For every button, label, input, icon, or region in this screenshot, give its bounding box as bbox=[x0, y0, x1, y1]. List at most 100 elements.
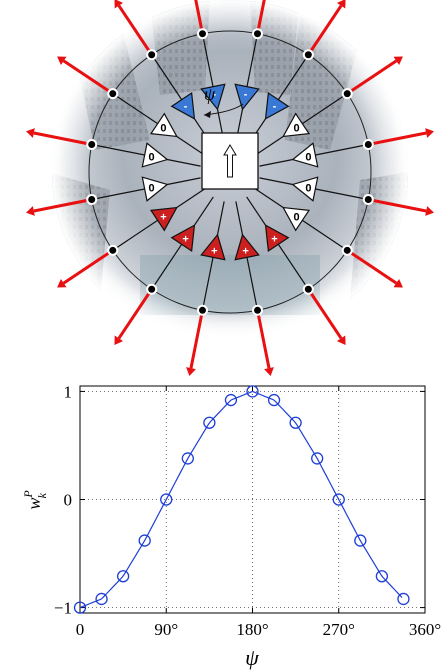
x-tick-label: 90° bbox=[154, 620, 178, 639]
series-curve bbox=[79, 390, 403, 609]
unit-triangle bbox=[291, 176, 319, 202]
weight-plot: 0 90° 180° 270° 360° −1 0 1 ψ wPk bbox=[21, 382, 441, 670]
data-point bbox=[375, 570, 389, 583]
node-dot bbox=[364, 140, 372, 148]
node-dot bbox=[109, 246, 117, 254]
data-point bbox=[332, 493, 345, 506]
y-tick-label: 1 bbox=[64, 382, 73, 401]
series-markers bbox=[73, 385, 410, 614]
motion-arrowhead bbox=[425, 128, 435, 138]
motion-arrowhead bbox=[264, 367, 274, 377]
node-dot bbox=[198, 30, 206, 38]
unit-triangle bbox=[170, 91, 196, 120]
unit-sign: 0 bbox=[305, 183, 311, 195]
x-tick-label: 180° bbox=[236, 620, 268, 639]
direction-arrows bbox=[25, 0, 435, 377]
node-dot bbox=[343, 90, 351, 98]
unit-sign: + bbox=[211, 245, 217, 257]
data-point bbox=[116, 570, 130, 583]
motion-arrowhead bbox=[114, 0, 124, 9]
unit-sign: + bbox=[182, 234, 188, 246]
motion-arrow bbox=[346, 249, 398, 285]
angle-symbol: ψ bbox=[204, 84, 216, 104]
node-dot bbox=[148, 285, 156, 293]
node-dot bbox=[343, 246, 351, 254]
motion-arrow bbox=[33, 131, 93, 146]
y-axis-label: wPk bbox=[21, 490, 49, 510]
data-point bbox=[73, 601, 87, 614]
node-dot bbox=[254, 306, 262, 314]
node-dot bbox=[304, 285, 312, 293]
node-dot bbox=[109, 90, 117, 98]
unit-sign: 0 bbox=[148, 183, 154, 195]
data-point bbox=[267, 393, 281, 407]
motion-arrowhead bbox=[186, 367, 196, 377]
unit-triangle bbox=[291, 142, 319, 168]
motion-arrowhead bbox=[425, 206, 435, 216]
unit-sign: + bbox=[242, 245, 248, 257]
unit-triangle bbox=[149, 206, 178, 232]
unit-sign: 0 bbox=[160, 123, 166, 135]
unit-sign: + bbox=[271, 234, 277, 246]
motion-arrowhead bbox=[57, 56, 67, 66]
data-point bbox=[203, 416, 216, 429]
x-axis-label: ψ bbox=[245, 645, 259, 670]
motion-arrow bbox=[307, 288, 343, 340]
data-point bbox=[397, 592, 410, 606]
unit-triangle bbox=[264, 224, 290, 253]
unit-triangle bbox=[149, 112, 178, 138]
unit-triangle bbox=[200, 83, 226, 111]
motion-arrowhead bbox=[114, 335, 124, 345]
node-dot bbox=[198, 306, 206, 314]
receptor-ring bbox=[88, 30, 372, 314]
motion-arrowhead bbox=[393, 56, 403, 66]
data-point bbox=[224, 393, 238, 407]
data-point bbox=[289, 416, 302, 429]
motion-arrow bbox=[346, 59, 398, 95]
motion-arrow bbox=[194, 0, 204, 35]
unit-triangle bbox=[264, 91, 290, 120]
motion-arrowhead bbox=[336, 335, 346, 345]
svg-text:wPk: wPk bbox=[21, 490, 49, 510]
unit-sign: - bbox=[213, 89, 217, 101]
motion-arrowhead bbox=[25, 206, 35, 216]
node-dot bbox=[88, 196, 96, 204]
node-dot bbox=[364, 196, 372, 204]
node-dot bbox=[254, 30, 262, 38]
x-tick-label: 270° bbox=[323, 620, 355, 639]
motion-arrowhead bbox=[57, 278, 67, 288]
motion-arrow bbox=[62, 59, 114, 95]
unit-triangle bbox=[141, 176, 169, 202]
data-point bbox=[311, 452, 324, 465]
motion-arrowhead bbox=[336, 0, 346, 9]
y-tick-label: 0 bbox=[64, 491, 73, 510]
unit-sign: - bbox=[184, 100, 188, 112]
unit-triangle bbox=[200, 233, 226, 261]
unit-sign: - bbox=[273, 100, 277, 112]
up-arrow-icon bbox=[223, 144, 237, 178]
unit-triangle bbox=[234, 83, 260, 111]
motion-arrow bbox=[256, 0, 266, 35]
angle-arrowhead bbox=[204, 111, 211, 118]
data-point bbox=[354, 534, 367, 547]
unit-sign: + bbox=[160, 211, 166, 223]
y-axis-label-sub: k bbox=[35, 492, 49, 498]
node-dot bbox=[148, 51, 156, 59]
motion-arrow bbox=[367, 198, 427, 213]
unit-triangle bbox=[282, 112, 311, 138]
unit-sign: 0 bbox=[293, 211, 299, 223]
y-ticks: −1 0 1 bbox=[54, 382, 425, 618]
motion-arrowhead bbox=[25, 128, 35, 138]
node-dot bbox=[304, 51, 312, 59]
unit-triangle bbox=[170, 224, 196, 253]
motion-arrow bbox=[256, 309, 271, 369]
motion-arrow bbox=[33, 198, 93, 213]
unit-sign: 0 bbox=[293, 123, 299, 135]
motion-arrowhead bbox=[393, 278, 403, 288]
motion-arrow bbox=[117, 288, 153, 340]
motion-arrow bbox=[62, 249, 114, 285]
x-tick-label: 360° bbox=[409, 620, 441, 639]
y-tick-label: −1 bbox=[54, 599, 72, 618]
